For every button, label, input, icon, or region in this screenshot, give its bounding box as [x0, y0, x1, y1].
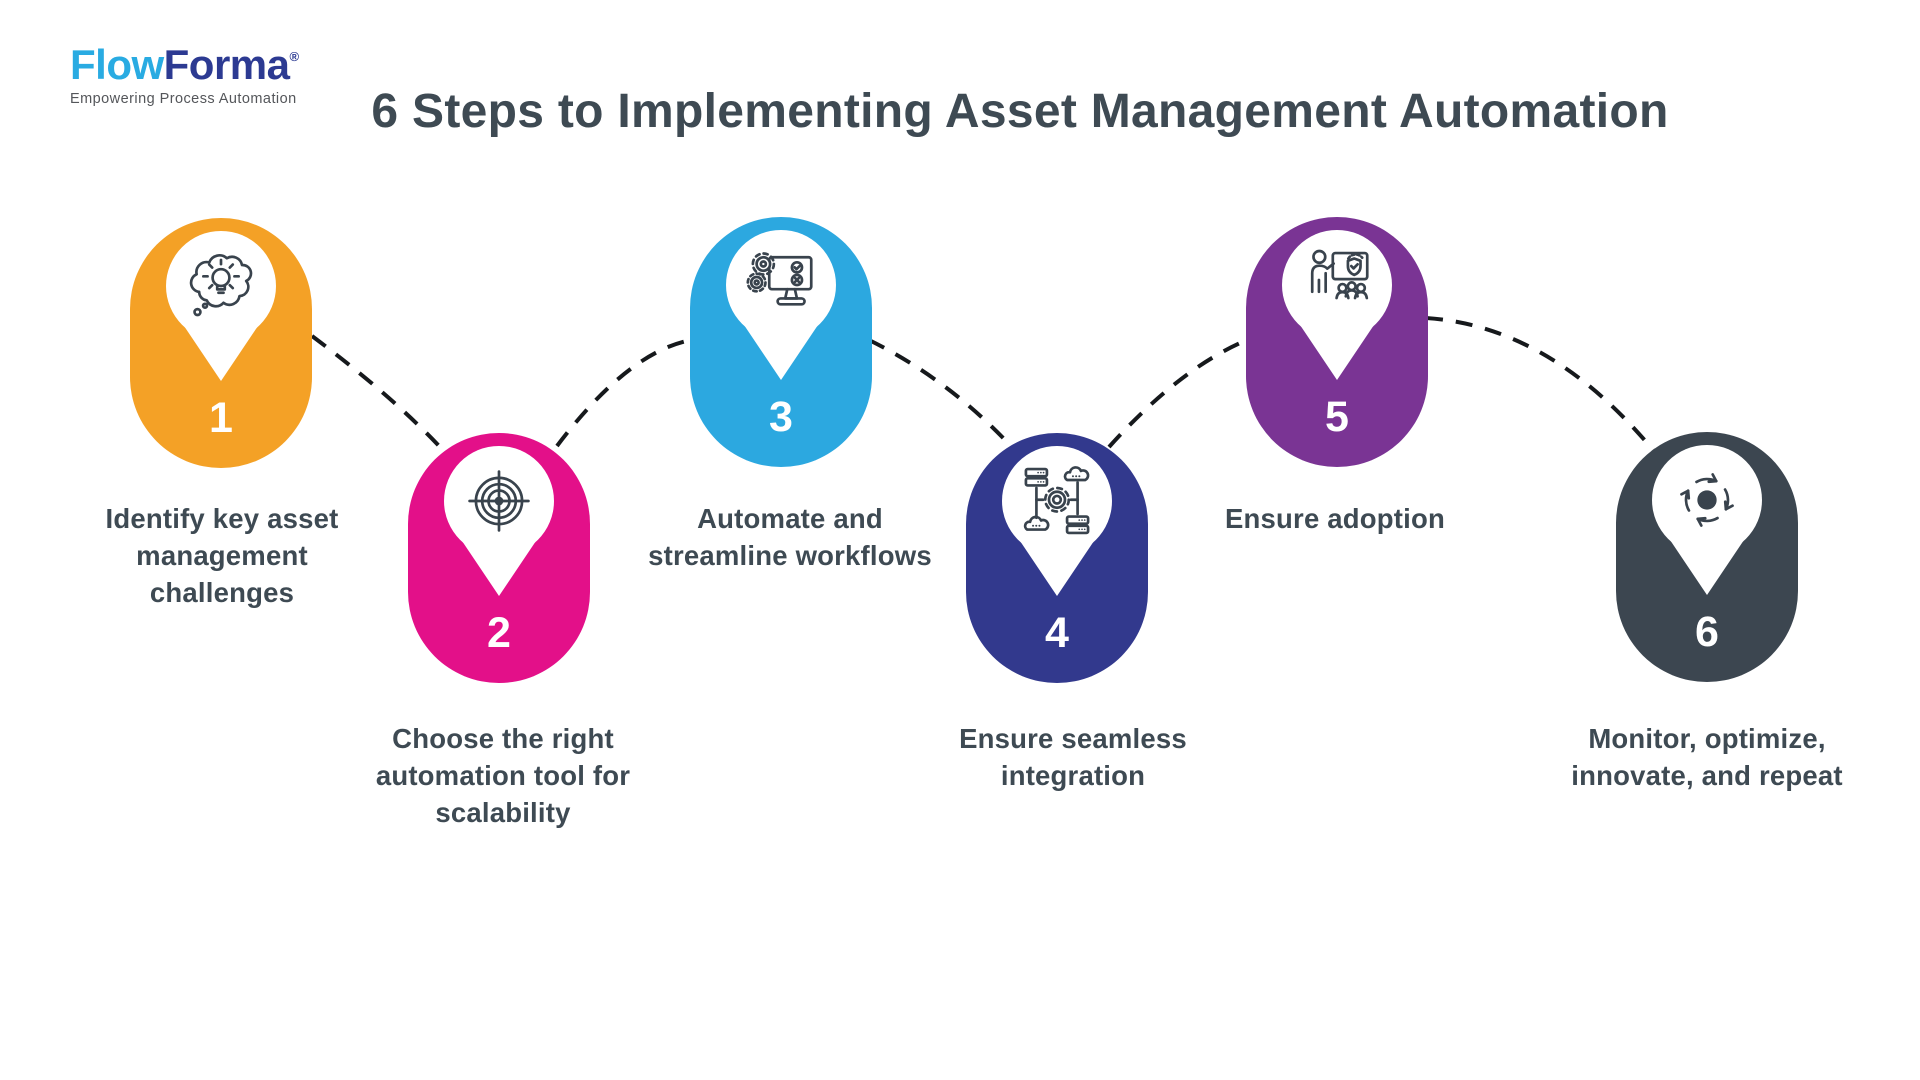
map-pin-shape [1282, 230, 1392, 380]
logo-wordmark: FlowForma® [70, 44, 299, 86]
step-number: 6 [1695, 608, 1719, 656]
label-line: automation tool for [375, 760, 631, 791]
target-bullseye-icon [468, 470, 530, 532]
step-number: 3 [769, 393, 793, 441]
step-pin-4: 4 [966, 433, 1148, 683]
flowforma-logo: FlowForma® Empowering Process Automation [70, 44, 299, 107]
label-line: scalability [435, 797, 571, 828]
label-line: Monitor, optimize, [1588, 723, 1826, 754]
connector-4-5 [1107, 338, 1248, 449]
label-line: integration [1000, 760, 1146, 791]
label-line: Ensure seamless [959, 723, 1187, 754]
step-number: 5 [1325, 393, 1349, 441]
step-number: 1 [209, 394, 233, 442]
connector-5-6 [1425, 316, 1655, 452]
label-line: Choose the right [392, 723, 614, 754]
step-pin-6: 6 [1616, 432, 1798, 682]
step-number: 4 [1045, 609, 1069, 657]
label-line: challenges [149, 577, 295, 608]
monitor-cycle-check-icon [1680, 473, 1734, 527]
connector-3-4 [868, 338, 1009, 444]
step-label-2: Choose the right automation tool for sca… [353, 720, 653, 831]
label-line: Automate and [697, 503, 883, 534]
logo-tagline: Empowering Process Automation [70, 91, 297, 107]
step-pin-5: 5 [1246, 217, 1428, 467]
automation-gears-monitor-icon [746, 252, 813, 306]
idea-thought-bubble-icon [189, 254, 253, 317]
label-line: management [136, 540, 308, 571]
logo-word-flow: Flow [70, 41, 164, 88]
label-line: streamline workflows [648, 540, 932, 571]
connector-2-3 [555, 338, 692, 448]
page-title: 6 Steps to Implementing Asset Management… [371, 85, 1669, 138]
registered-trademark-mark: ® [289, 49, 300, 64]
step-label-5: Ensure adoption [1185, 500, 1485, 537]
label-line: innovate, and repeat [1571, 760, 1843, 791]
label-line: Identify key asset [105, 503, 339, 534]
step-label-3: Automate and streamline workflows [630, 500, 950, 574]
step-pin-3: 3 [690, 217, 872, 467]
step-label-4: Ensure seamless integration [923, 720, 1223, 794]
step-pin-1: 1 [130, 218, 312, 468]
step-label-1: Identify key asset management challenges [82, 500, 362, 611]
label-line: Ensure adoption [1225, 503, 1445, 534]
integration-gear-network-icon [1023, 466, 1090, 535]
step-pin-2: 2 [408, 433, 590, 683]
step-number: 2 [487, 609, 511, 657]
logo-word-forma: Forma [163, 41, 290, 88]
step-label-6: Monitor, optimize, innovate, and repeat [1552, 720, 1862, 794]
connector-1-2 [310, 334, 442, 449]
adoption-training-icon [1310, 249, 1369, 300]
